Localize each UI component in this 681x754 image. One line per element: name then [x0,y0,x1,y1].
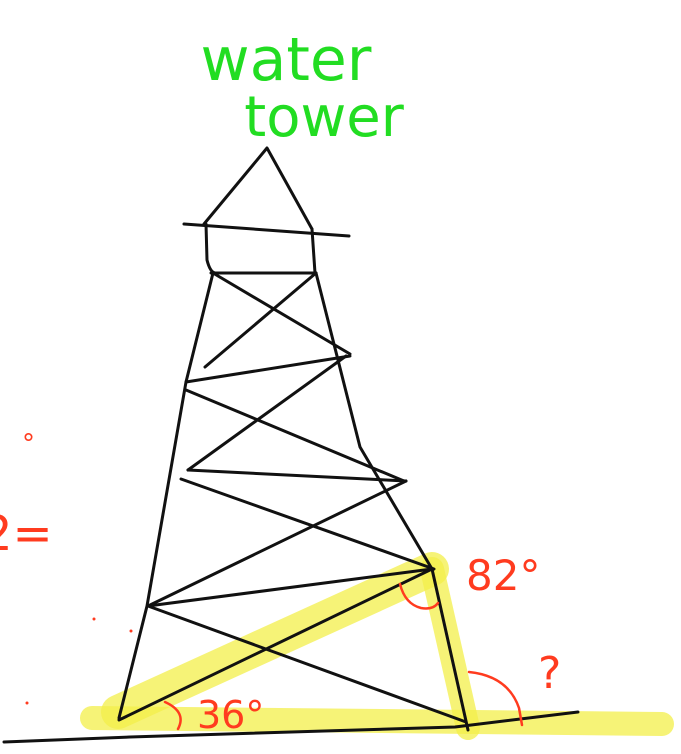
stray-dot-1 [92,617,96,621]
tower-tank-right [310,227,317,275]
label-angle-unknown: ? [538,648,561,699]
brace-3c [146,479,408,608]
stray-dot-3 [25,701,29,705]
partial-left-text: 2= [0,506,53,562]
brace-3a [186,468,408,483]
partial-left-degree: ° [22,429,35,459]
tower-left-leg [117,271,215,720]
ground-line [2,710,580,744]
stray-marks [25,617,133,705]
brace-2a [184,354,352,384]
brace-4a [146,567,434,608]
labels: water tower 36° 82° ? ° 2= [0,25,561,737]
angle-arc-unknown [467,670,524,727]
brace-2c [186,354,348,472]
brace-3b [179,477,436,571]
tower-tank-left [204,222,217,275]
brace-1b [203,271,318,369]
label-angle-82: 82° [466,551,540,600]
title-water: water [201,25,372,95]
triangle-hypotenuse [117,567,434,722]
stray-dot-2 [129,629,133,633]
brace-2b [184,388,406,483]
brace-4b [146,604,468,724]
tower-roof [202,146,314,231]
title-tower: tower [244,85,404,150]
angle-marks [163,582,524,731]
brace-1a [211,271,352,356]
label-angle-36: 36° [197,693,264,737]
tower-tank-top [182,222,351,238]
tower-structure [117,146,470,732]
angle-arc-36 [163,700,182,731]
angle-arc-82 [398,582,440,610]
highlight-bottom-band [80,706,674,736]
